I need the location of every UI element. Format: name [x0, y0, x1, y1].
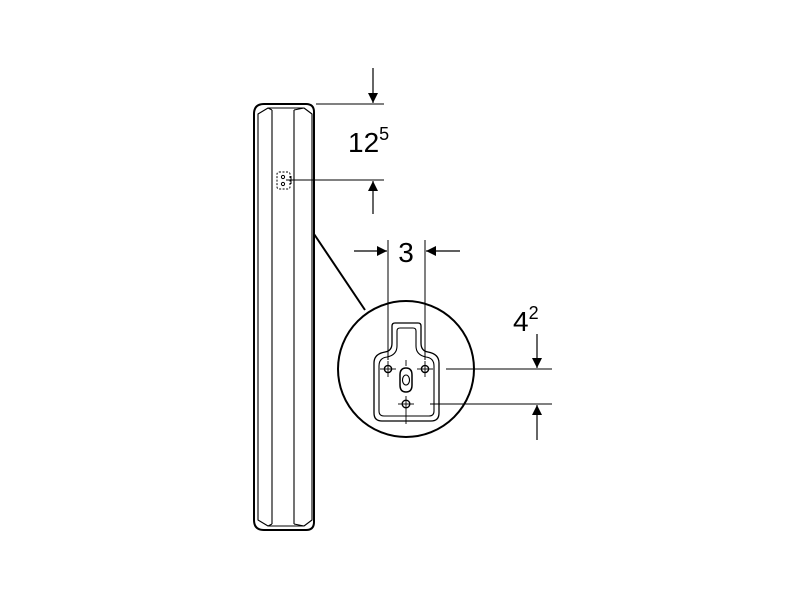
dimension-top-sup: 5 — [379, 124, 389, 144]
dimension-label-top-offset: 125 — [348, 124, 389, 158]
dimension-hole-offset — [430, 334, 552, 440]
panel-bevel-bottom-left — [267, 523, 273, 527]
mounting-symbol-icon — [276, 171, 296, 190]
keyhole-inner — [401, 374, 411, 386]
dimension-offset-sup: 2 — [529, 303, 539, 323]
dimension-hole-spacing — [354, 240, 460, 360]
dimension-top-offset — [292, 68, 384, 214]
dimension-top-base: 12 — [348, 127, 379, 158]
panel-bevel-bottom-right — [293, 523, 305, 527]
panel-bevel-top-left — [267, 107, 273, 111]
panel-inner-bevel — [257, 107, 313, 527]
panel-bevel-top-right — [293, 107, 305, 111]
keyhole-slot — [399, 367, 413, 393]
dimension-label-hole-spacing: 3 — [398, 237, 414, 268]
detail-leader-line — [313, 233, 366, 311]
center-lines — [380, 360, 433, 424]
dimension-offset-base: 4 — [513, 306, 529, 337]
panel-front-view — [253, 103, 315, 531]
bracket-plate-outline — [373, 322, 440, 422]
panel-outline — [253, 103, 315, 531]
dimension-label-hole-offset: 42 — [513, 303, 539, 337]
bracket-plate-inner — [378, 327, 435, 417]
